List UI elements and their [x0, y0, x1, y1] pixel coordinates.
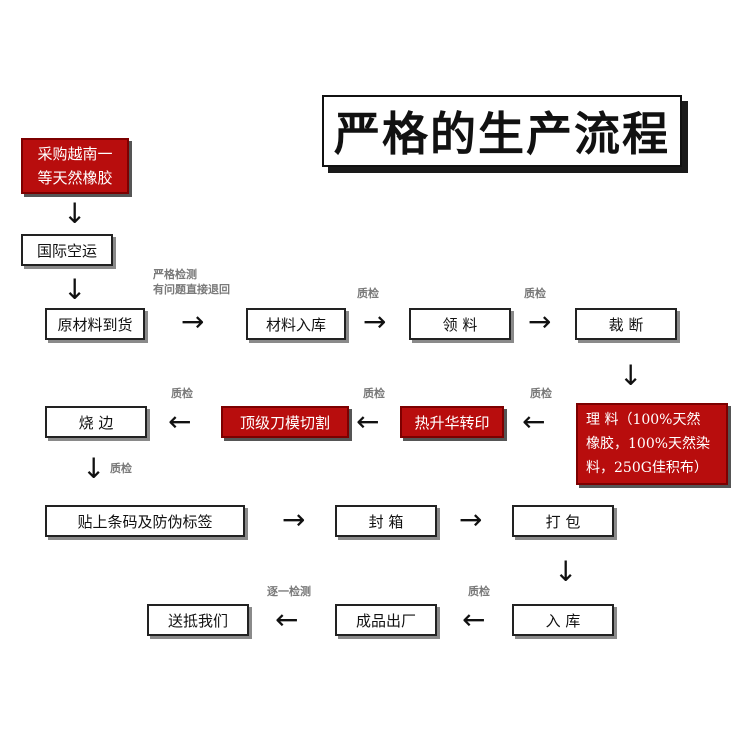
- note-qc-6: 质检: [110, 462, 132, 475]
- step-sort-material: 理 料（100%天然 橡胶，100%天然染 料，250G佳积布）: [576, 403, 728, 485]
- arrow-down-1: ↓: [63, 197, 87, 230]
- step-collect: 领 料: [409, 308, 511, 340]
- step-sort-line3: 料，250G佳积布）: [586, 460, 708, 476]
- step-air: 国际空运: [21, 234, 113, 266]
- step-deliver: 送抵我们: [147, 604, 249, 636]
- note-qc-2: 质检: [524, 287, 546, 300]
- step-pack: 打 包: [512, 505, 614, 537]
- step-factory-out: 成品出厂: [335, 604, 437, 636]
- arrow-right-5: →: [459, 503, 483, 536]
- arrow-right-4: →: [282, 503, 306, 536]
- step-sort-line1: 理 料（100%天然: [586, 412, 701, 428]
- title-block: 严格的生产流程: [322, 95, 688, 173]
- note-qc-1: 质检: [357, 287, 379, 300]
- note-qc-3: 质检: [530, 387, 552, 400]
- step-purchase-line2: 等天然橡胶: [37, 169, 113, 187]
- arrow-right-2: →: [363, 305, 387, 338]
- step-burn-edge: 烧 边: [45, 406, 147, 438]
- arrow-left-1: ←: [522, 405, 546, 438]
- page-title: 严格的生产流程: [322, 95, 682, 167]
- arrow-left-3: ←: [168, 405, 192, 438]
- step-purchase: 采购越南一 等天然橡胶: [21, 138, 129, 194]
- step-warehouse-in: 材料入库: [246, 308, 346, 340]
- step-stock: 入 库: [512, 604, 614, 636]
- step-die-cut: 顶级刀模切割: [221, 406, 349, 438]
- note-qc-7: 质检: [468, 585, 490, 598]
- note-strict-line2: 有问题直接退回: [153, 283, 230, 296]
- arrow-right-1: →: [181, 305, 205, 338]
- arrow-left-2: ←: [356, 405, 380, 438]
- arrow-down-4: ↓: [82, 452, 106, 485]
- note-qc-5: 质检: [171, 387, 193, 400]
- step-purchase-line1: 采购越南一: [37, 145, 113, 163]
- arrow-down-2: ↓: [63, 273, 87, 306]
- arrow-down-5: ↓: [554, 555, 578, 588]
- arrow-left-5: ←: [275, 603, 299, 636]
- note-qc-4: 质检: [363, 387, 385, 400]
- arrow-left-4: ←: [462, 603, 486, 636]
- step-label: 贴上条码及防伪标签: [45, 505, 245, 537]
- step-seal-box: 封 箱: [335, 505, 437, 537]
- step-hot-transfer: 热升华转印: [400, 406, 504, 438]
- arrow-right-3: →: [528, 305, 552, 338]
- step-cut: 裁 断: [575, 308, 677, 340]
- note-each-inspect: 逐一检测: [267, 585, 311, 598]
- arrow-down-3: ↓: [619, 359, 643, 392]
- step-raw-arrival: 原材料到货: [45, 308, 145, 340]
- step-sort-line2: 橡胶，100%天然染: [586, 436, 711, 452]
- note-strict-line1: 严格检测: [153, 268, 197, 281]
